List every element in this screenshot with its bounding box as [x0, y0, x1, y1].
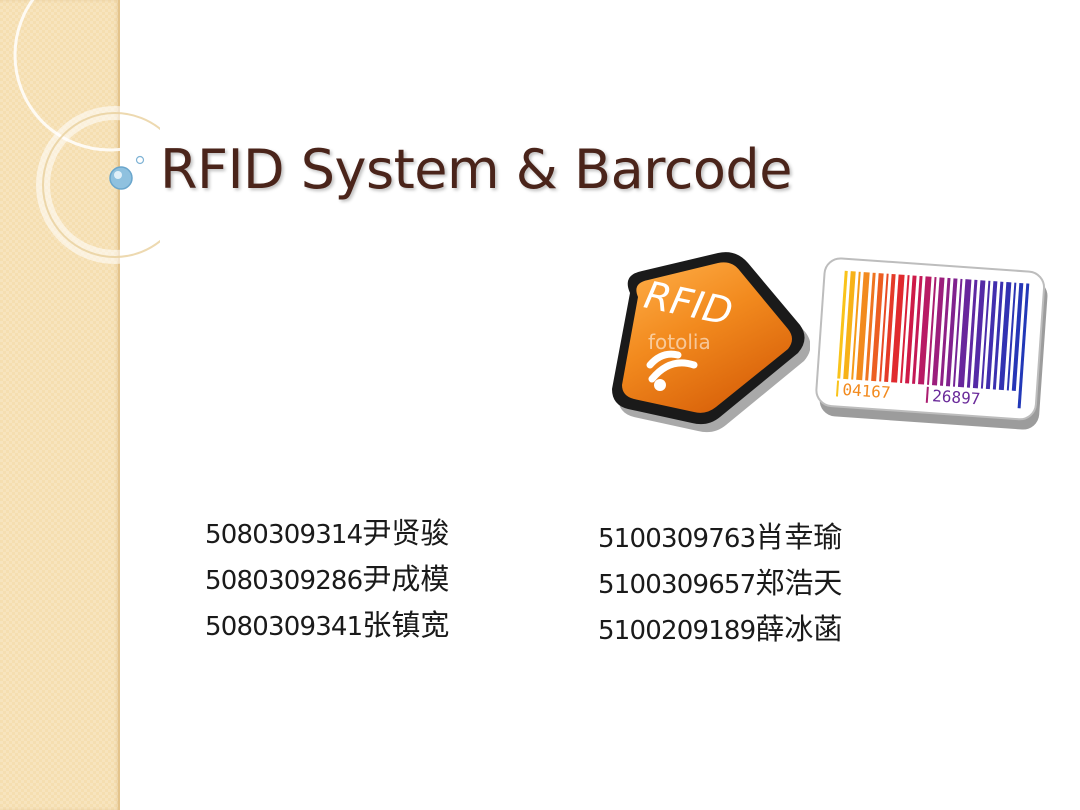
student-id: 5100309763: [598, 524, 756, 554]
barcode-digits-left: 04167: [842, 380, 891, 402]
member-entry: 5080309341张镇宽: [205, 602, 449, 648]
member-entry: 5100209189薛冰菡: [598, 606, 842, 652]
member-entry: 5080309314尹贤骏: [205, 510, 449, 556]
member-entry: 5100309763肖幸瑜: [598, 514, 842, 560]
student-id: 5100309657: [598, 570, 756, 600]
student-id: 5080309314: [205, 520, 363, 550]
student-id: 5080309341: [205, 612, 363, 642]
barcode-digits-right: 26897: [932, 386, 981, 408]
student-name: 张镇宽: [362, 608, 450, 642]
side-band-edge: [118, 0, 120, 810]
member-list-right: 5100309763肖幸瑜 5100309657郑浩天 5100209189薛冰…: [598, 514, 842, 652]
student-id: 5080309286: [205, 566, 363, 596]
member-entry: 5100309657郑浩天: [598, 560, 842, 606]
student-name: 尹成模: [362, 562, 450, 596]
member-list-left: 5080309314尹贤骏 5080309286尹成模 5080309341张镇…: [205, 510, 449, 648]
barcode-image: 04167 26897: [815, 257, 1048, 430]
student-name: 肖幸瑜: [755, 520, 843, 554]
rfid-logo-image: RFID fotolia: [612, 252, 810, 433]
slide-title: RFID System & Barcode: [160, 138, 792, 201]
student-name: 尹贤骏: [362, 516, 450, 550]
decorative-circles: [13, 0, 160, 264]
student-id: 5100209189: [598, 616, 756, 646]
student-name: 郑浩天: [755, 566, 843, 600]
watermark-text: fotolia: [648, 330, 711, 354]
member-entry: 5080309286尹成模: [205, 556, 449, 602]
student-name: 薛冰菡: [755, 612, 843, 646]
